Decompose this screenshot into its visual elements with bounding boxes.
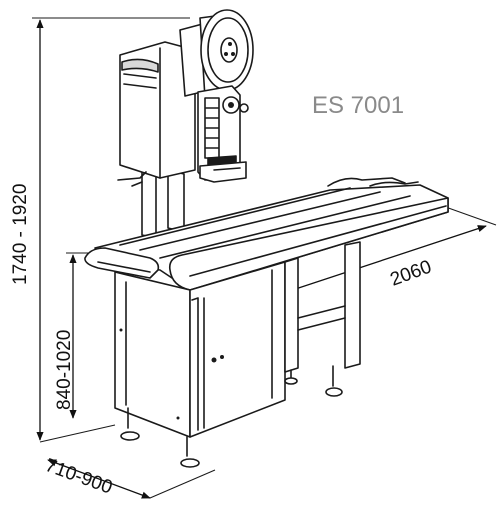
applicator-mechanism	[197, 85, 249, 183]
machine	[84, 9, 449, 468]
feet	[120, 365, 343, 468]
table-height-label: 840-1020	[54, 330, 75, 410]
dimension-total-height: 1740 - 1920	[10, 17, 190, 441]
length-label: 2060	[388, 257, 435, 291]
total-height-label: 1740 - 1920	[10, 184, 31, 285]
model-label: ES 7001	[312, 92, 404, 119]
depth-label: 710-900	[42, 455, 115, 499]
label-roll	[179, 9, 254, 99]
dimension-table-height: 840-1020	[54, 252, 100, 419]
